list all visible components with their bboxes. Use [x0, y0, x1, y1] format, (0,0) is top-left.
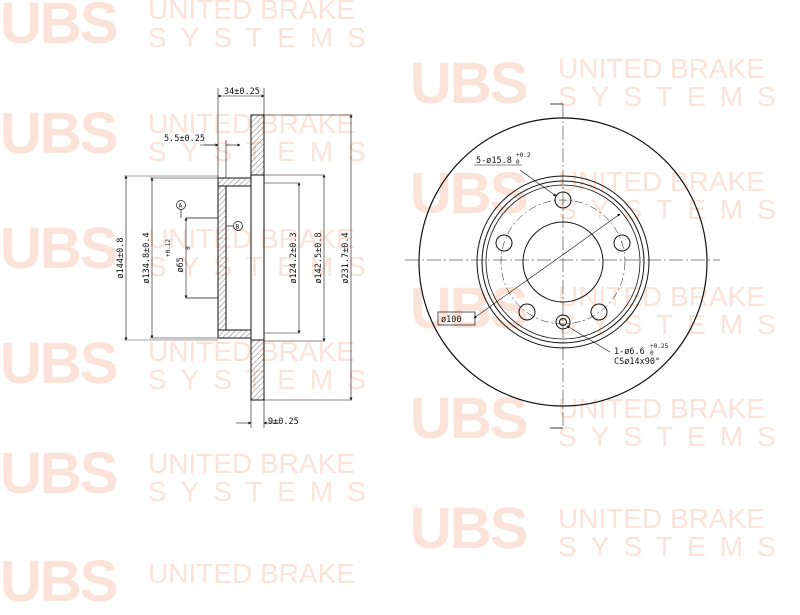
dim-dia-231: ø231.7±0.4 — [341, 232, 351, 283]
disc-ring-top — [250, 114, 265, 176]
bolt-hole — [518, 303, 536, 321]
dim-locator-hole-tol-lower: 0 — [650, 350, 654, 357]
bolt-hole — [554, 191, 572, 209]
disc-ring-bottom — [250, 339, 265, 401]
dim-countersink: CSø14x90° — [614, 357, 660, 367]
dim-disc-thickness: 9±0.25 — [268, 417, 299, 427]
pcd-label-box — [437, 311, 476, 326]
bolt-hole — [590, 303, 608, 321]
dim-dia-65-tol-lower: 0 — [185, 246, 192, 250]
dim-hat-step: 5.5±0.25 — [164, 134, 205, 144]
dim-dia-124: ø124.2±0.3 — [289, 232, 299, 283]
dim-dia-134: ø134.8±0.4 — [142, 232, 152, 283]
dim-overall-width: 34±0.25 — [224, 87, 260, 97]
dim-dia-65: ø65 — [176, 257, 186, 272]
dim-locator-hole-tol-upper: +0.25 — [650, 343, 668, 350]
dim-bolt-holes-tol-lower: 0 — [516, 159, 520, 166]
side-view — [124, 88, 353, 428]
dim-dia-65-tol-upper: +0.12 — [165, 239, 172, 257]
locator-hole — [559, 318, 567, 326]
brake-disc-drawing: 34±0.25 5.5±0.25 9±0.25 A B ø144±0.8 ø13… — [116, 87, 720, 429]
datum-a-label: A — [179, 203, 183, 210]
disc-outer-edge — [418, 117, 708, 407]
disc-ring-mid — [250, 174, 265, 341]
datum-b-label: B — [236, 224, 240, 231]
dim-pcd: ø100 — [441, 315, 461, 325]
front-view — [405, 103, 720, 429]
dim-dia-142: ø142.5±0.8 — [314, 232, 324, 283]
dim-locator-hole: 1-ø6.6 — [614, 347, 645, 357]
hat-section — [217, 177, 252, 339]
dim-bolt-holes-tol-upper: +0.2 — [516, 152, 531, 159]
dim-dia-144: ø144±0.8 — [116, 238, 126, 279]
dim-bolt-holes: 5-ø15.8 — [476, 156, 512, 166]
